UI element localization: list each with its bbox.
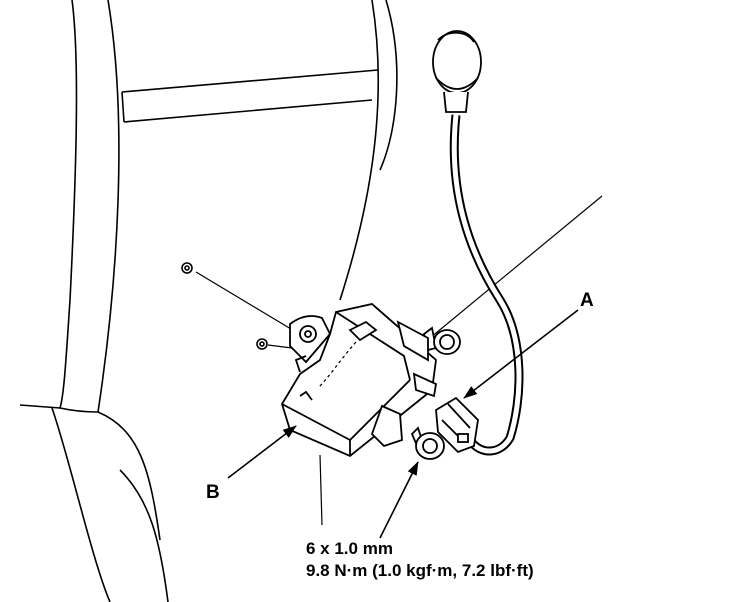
antenna-cable [449,114,524,456]
arrow-a [463,309,579,399]
guide-lines [195,195,603,526]
bolt-lower [410,426,445,460]
connector-a [435,396,479,454]
arrow-bolt [379,461,419,539]
body-panel [19,0,398,602]
torque-spec: 9.8 N·m (1.0 kgf·m, 7.2 lbf·ft) [306,561,534,580]
control-unit-b [281,303,438,458]
arrow-b [227,425,297,479]
antenna-knob [432,30,482,113]
bolt-size-spec: 6 x 1.0 mm [306,539,393,558]
callout-b-label: B [206,482,220,503]
bolt-upper [422,326,461,355]
callout-a-label: A [580,290,594,311]
nut-upper [181,262,193,274]
nut-lower [256,338,268,350]
